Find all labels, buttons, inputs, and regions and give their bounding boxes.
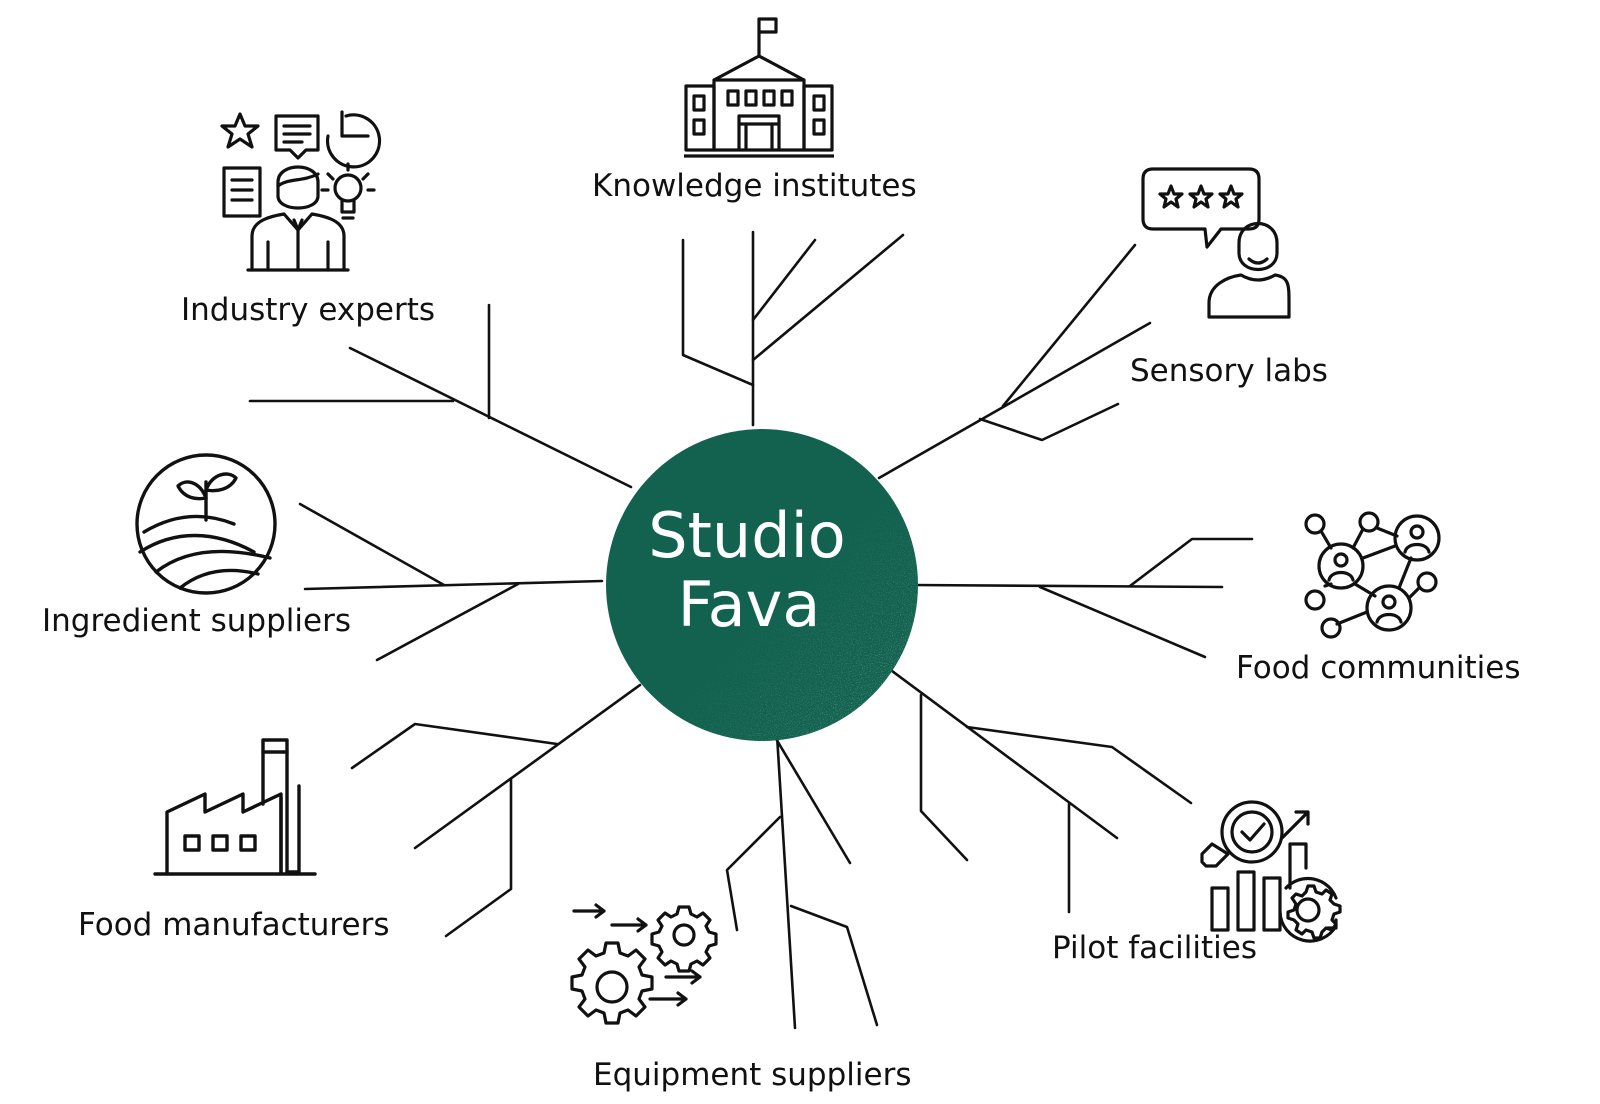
label-equipment-suppliers: Equipment suppliers <box>593 1057 912 1093</box>
hub-title-line2: Fava <box>678 568 821 641</box>
label-knowledge-institutes: Knowledge institutes <box>592 168 917 204</box>
label-ingredient-suppliers: Ingredient suppliers <box>42 603 351 639</box>
university-building-icon <box>684 16 834 166</box>
branch-manufacturers <box>350 683 642 938</box>
hub-title-line1: Studio <box>648 499 845 572</box>
plant-field-icon <box>134 452 278 600</box>
label-sensory-labs: Sensory labs <box>1130 353 1328 389</box>
rating-feedback-icon <box>1141 167 1291 327</box>
branch-ingredient <box>298 502 604 662</box>
branch-sensory <box>877 243 1152 480</box>
branch-knowledge <box>681 230 905 427</box>
analytics-gear-icon <box>1196 792 1356 956</box>
branch-industry <box>248 303 633 489</box>
label-food-manufacturers: Food manufacturers <box>78 907 390 943</box>
people-network-icon <box>1303 511 1445 646</box>
hub-circle: Studio Fava <box>606 429 918 741</box>
branch-pilot <box>886 666 1193 914</box>
label-industry-experts: Industry experts <box>181 292 436 328</box>
expert-person-icon <box>220 110 382 282</box>
label-pilot-facilities: Pilot facilities <box>1052 930 1257 966</box>
factory-icon <box>153 738 321 880</box>
gears-arrows-icon <box>566 903 722 1037</box>
branch-food-communities <box>910 537 1254 659</box>
label-food-communities: Food communities <box>1236 650 1521 686</box>
branch-equipment <box>725 733 879 1030</box>
